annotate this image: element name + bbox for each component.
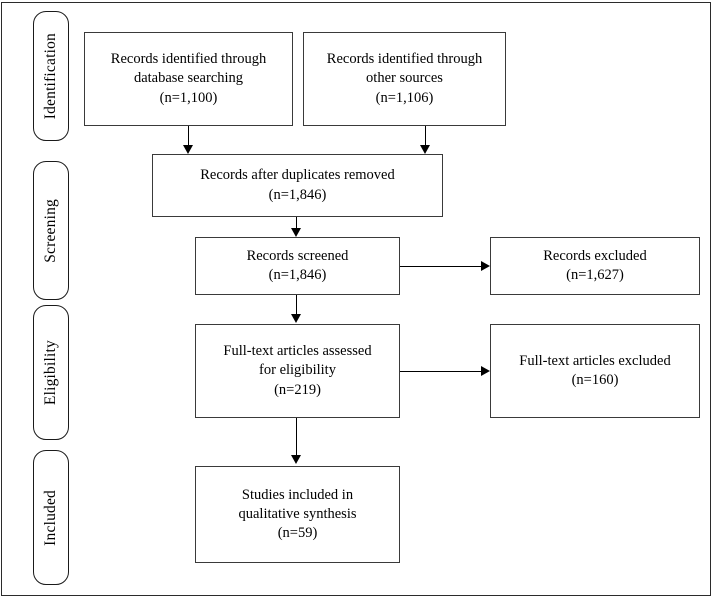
- box-fulltext-articles-assessed: Full-text articles assessed for eligibil…: [195, 324, 400, 418]
- box-fulltext-articles-assessed-text: Full-text articles assessed for eligibil…: [223, 343, 372, 398]
- arrowhead-duplicates-to-screened: [291, 228, 301, 237]
- box-records-identified-other-sources: Records identified through other sources…: [303, 32, 506, 126]
- box-records-identified-database-text: Records identified through database sear…: [110, 51, 267, 106]
- stage-pill-eligibility: Eligibility: [33, 305, 69, 440]
- connector-db-search-down: [188, 126, 189, 147]
- arrowhead-other-sources-down: [420, 145, 430, 154]
- stage-pill-screening: Screening: [33, 161, 69, 300]
- stage-label-included: Included: [42, 489, 60, 546]
- arrowhead-fulltext-to-excluded: [481, 366, 490, 376]
- box-studies-included: Studies included in qualitative synthesi…: [195, 466, 400, 563]
- connector-screened-to-excluded: [400, 266, 482, 267]
- arrowhead-db-search-down: [183, 145, 193, 154]
- connector-fulltext-to-included: [296, 418, 297, 457]
- arrowhead-fulltext-to-included: [291, 455, 301, 464]
- box-records-screened: Records screened (n=1,846): [195, 237, 400, 295]
- arrowhead-screened-to-excluded: [481, 261, 490, 271]
- stage-pill-included: Included: [33, 450, 69, 585]
- box-records-excluded: Records excluded (n=1,627): [490, 237, 700, 295]
- box-records-excluded-text: Records excluded (n=1,627): [543, 247, 647, 283]
- connector-screened-to-fulltext: [296, 295, 297, 316]
- arrowhead-screened-to-fulltext: [291, 314, 301, 323]
- stage-label-screening: Screening: [42, 198, 60, 263]
- box-records-identified-other-sources-text: Records identified through other sources…: [326, 51, 483, 106]
- box-fulltext-articles-excluded-text: Full-text articles excluded (n=160): [519, 352, 671, 388]
- connector-other-sources-down: [425, 126, 426, 147]
- connector-duplicates-to-screened: [296, 217, 297, 231]
- stage-pill-identification: Identification: [33, 11, 69, 141]
- box-fulltext-articles-excluded: Full-text articles excluded (n=160): [490, 324, 700, 418]
- stage-label-identification: Identification: [42, 32, 60, 120]
- box-records-after-duplicates-removed: Records after duplicates removed (n=1,84…: [152, 154, 443, 217]
- box-studies-included-text: Studies included in qualitative synthesi…: [238, 486, 357, 542]
- box-records-after-duplicates-removed-text: Records after duplicates removed (n=1,84…: [200, 167, 395, 203]
- connector-fulltext-to-excluded: [400, 371, 482, 372]
- box-records-screened-text: Records screened (n=1,846): [246, 247, 349, 283]
- stage-label-eligibility: Eligibility: [42, 339, 60, 406]
- box-records-identified-database: Records identified through database sear…: [84, 32, 293, 126]
